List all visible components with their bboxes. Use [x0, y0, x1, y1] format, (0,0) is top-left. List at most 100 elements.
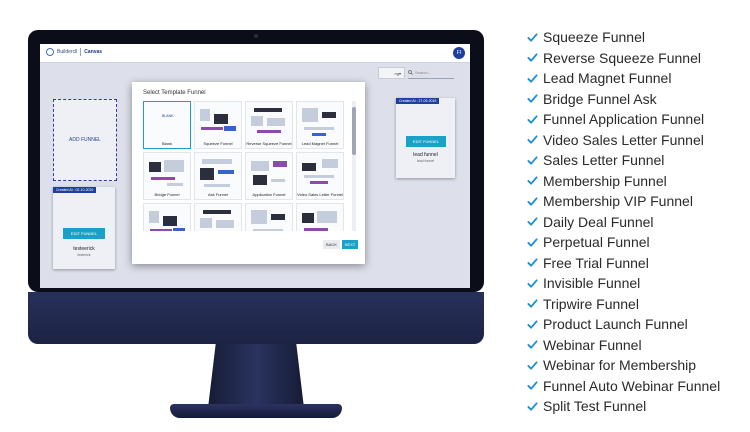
check-icon — [527, 94, 538, 103]
feature-list-item: Daily Deal Funnel — [527, 212, 720, 233]
feature-label: Lead Magnet Funnel — [543, 70, 672, 87]
feature-list-item: Funnel Application Funnel — [527, 109, 720, 130]
feature-label: Squeeze Funnel — [543, 29, 645, 46]
check-icon — [527, 381, 538, 390]
template-label: Video Sales Letter Funnel — [297, 192, 343, 197]
funnel-subtitle: testerick — [77, 253, 91, 257]
brand-divider — [80, 48, 82, 56]
feature-list-item: Invisible Funnel — [527, 273, 720, 294]
check-icon — [527, 53, 538, 62]
template-tile[interactable] — [194, 203, 242, 231]
feature-list-item: Split Test Funnel — [527, 396, 720, 417]
check-icon — [527, 217, 538, 226]
template-tile[interactable] — [245, 203, 293, 231]
created-date-badge: Created At : 27-09-2019 — [396, 98, 440, 104]
feature-label: Membership VIP Funnel — [543, 193, 693, 210]
template-thumbnail — [147, 208, 187, 231]
feature-list-item: Bridge Funnel Ask — [527, 89, 720, 110]
check-icon — [527, 402, 538, 411]
template-label: Ask Funnel — [207, 192, 228, 197]
template-tile[interactable]: Lead Magnet Funnel — [296, 101, 344, 149]
feature-label: Perpetual Funnel — [543, 234, 650, 251]
search-icon — [408, 70, 413, 75]
scroll-thumb[interactable] — [352, 107, 356, 155]
app-header: Buildercll Canvas FI — [40, 44, 470, 63]
feature-label: Webinar Funnel — [543, 336, 642, 353]
template-tile[interactable] — [143, 203, 191, 231]
sort-select[interactable]: ng ▾ — [378, 67, 405, 79]
logo-icon — [46, 48, 54, 56]
imac-monitor: Buildercll Canvas FI ng ▾ Search... ADD … — [20, 6, 490, 426]
blank-template-mark: BLANK — [162, 114, 174, 118]
feature-list-item: Membership VIP Funnel — [527, 191, 720, 212]
monitor-stand — [208, 344, 304, 408]
feature-label: Funnel Auto Webinar Funnel — [543, 377, 721, 394]
feature-label: Funnel Application Funnel — [543, 111, 705, 128]
next-button[interactable]: NEXT — [342, 240, 358, 249]
section-name: Canvas — [84, 49, 103, 55]
user-avatar[interactable]: FI — [453, 47, 465, 59]
edit-funnel-button[interactable]: EDIT FUNNEL — [406, 136, 446, 147]
feature-list-item: Perpetual Funnel — [527, 232, 720, 253]
check-icon — [527, 279, 538, 288]
check-icon — [527, 299, 538, 308]
feature-list-item: Funnel Auto Webinar Funnel — [527, 376, 720, 397]
template-scrollbar[interactable] — [352, 101, 356, 231]
template-tile[interactable]: Application Funnel — [245, 152, 293, 200]
back-button[interactable]: BACK — [323, 240, 340, 249]
funnel-name: lead funnel — [413, 152, 438, 158]
check-icon — [527, 74, 538, 83]
feature-list-item: Lead Magnet Funnel — [527, 68, 720, 89]
add-funnel-label: ADD FUNNEL — [69, 137, 101, 143]
created-date-badge: Created At : 02-10-2019 — [53, 187, 97, 193]
feature-list-item: Webinar for Membership — [527, 355, 720, 376]
template-thumbnail — [249, 157, 289, 189]
template-tile[interactable]: Bridge Funnel — [143, 152, 191, 200]
check-icon — [527, 33, 538, 42]
feature-label: Tripwire Funnel — [543, 295, 639, 312]
toolbar: ng ▾ Search... — [378, 67, 454, 79]
template-label: Squeeze Funnel — [203, 141, 233, 146]
template-thumbnail — [249, 106, 289, 138]
check-icon — [527, 320, 538, 329]
brand-logo[interactable]: Buildercll Canvas — [46, 48, 102, 56]
template-tile[interactable]: Reverse Squeeze Funnel — [245, 101, 293, 149]
feature-label: Invisible Funnel — [543, 275, 641, 292]
sort-select-value: ng — [394, 70, 399, 76]
monitor-base — [170, 404, 342, 418]
check-icon — [527, 176, 538, 185]
feature-label: Free Trial Funnel — [543, 254, 649, 271]
check-icon — [527, 238, 538, 247]
template-thumbnail — [300, 208, 340, 231]
feature-list-item: Reverse Squeeze Funnel — [527, 48, 720, 69]
template-label: Application Funnel — [252, 192, 286, 197]
feature-label: Webinar for Membership — [543, 357, 697, 374]
check-icon — [527, 156, 538, 165]
chevron-down-icon: ▾ — [398, 70, 401, 76]
add-funnel-card[interactable]: ADD FUNNEL — [53, 99, 117, 181]
feature-label: Product Launch Funnel — [543, 316, 688, 333]
check-icon — [527, 135, 538, 144]
template-tile[interactable]: Video Sales Letter Funnel — [296, 152, 344, 200]
feature-label: Sales Letter Funnel — [543, 152, 665, 169]
template-tile[interactable]: Squeeze Funnel — [194, 101, 242, 149]
template-tile[interactable]: Ask Funnel — [194, 152, 242, 200]
check-icon — [527, 361, 538, 370]
feature-label: Video Sales Letter Funnel — [543, 131, 704, 148]
camera-dot — [254, 34, 258, 38]
feature-label: Membership Funnel — [543, 172, 667, 189]
search-input[interactable]: Search... — [408, 68, 454, 79]
feature-list-item: Squeeze Funnel — [527, 27, 720, 48]
feature-list-item: Webinar Funnel — [527, 335, 720, 356]
monitor-chin — [28, 292, 484, 344]
template-tile[interactable] — [296, 203, 344, 231]
feature-list-item: Tripwire Funnel — [527, 294, 720, 315]
edit-funnel-button[interactable]: EDIT FUNNEL — [63, 228, 105, 239]
search-placeholder: Search... — [415, 70, 432, 75]
template-thumbnail — [300, 106, 340, 138]
template-thumbnail — [198, 208, 238, 231]
check-icon — [527, 197, 538, 206]
